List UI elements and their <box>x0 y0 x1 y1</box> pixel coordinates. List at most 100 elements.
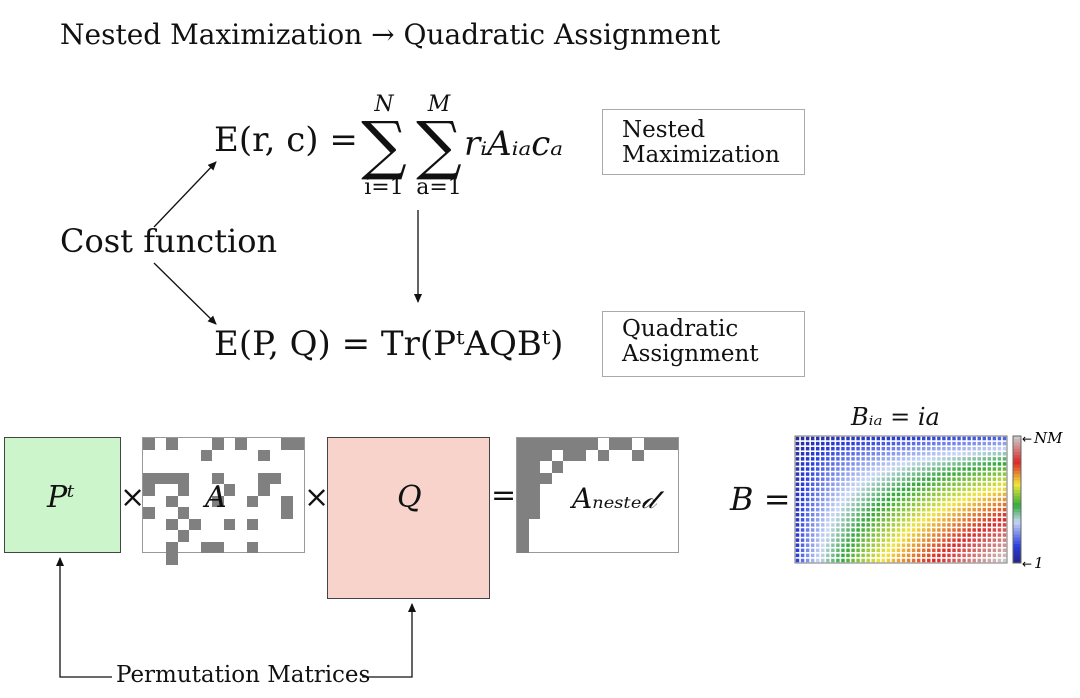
sum-i: N ∑ i=1 <box>355 94 413 200</box>
colorbar-bottom-label: 1 <box>1034 554 1044 572</box>
matrix-cell <box>143 472 155 484</box>
matrix-cell <box>655 438 667 450</box>
matrix-cell <box>574 449 586 461</box>
box-line: Assignment <box>622 341 759 367</box>
matrix-cell <box>586 438 598 450</box>
matrix-cell <box>528 461 540 473</box>
matrix-cell <box>620 438 632 450</box>
svg-text:←: ← <box>1022 557 1032 571</box>
matrix-cell <box>246 518 258 530</box>
matrix-cell <box>154 472 166 484</box>
matrix-cell <box>528 484 540 496</box>
matrix-q <box>327 437 490 599</box>
matrix-cell <box>281 438 293 450</box>
matrix-a-nested <box>516 437 679 553</box>
matrix-cell <box>246 541 258 553</box>
matrix-cell <box>246 495 258 507</box>
matrix-cell <box>528 449 540 461</box>
matrix-cell <box>200 449 212 461</box>
matrix-cell <box>517 438 529 450</box>
matrix-cell <box>517 518 529 530</box>
matrix-cell <box>166 495 178 507</box>
sum-a: M ∑ a=1 <box>410 94 468 200</box>
matrix-cell <box>166 438 178 450</box>
matrix-cell <box>517 541 529 553</box>
matrix-cell <box>528 472 540 484</box>
arrow-icon <box>153 161 217 228</box>
equation-nested-lhs: E(r, c) = <box>214 120 358 160</box>
matrix-cell <box>574 438 586 450</box>
matrix-cell <box>551 438 563 450</box>
matrix-a-label: A <box>205 480 227 515</box>
cost-function-label: Cost function <box>60 222 278 260</box>
matrix-cell <box>143 507 155 519</box>
matrix-b-title: Bᵢₐ = ia <box>851 403 940 431</box>
sum-a-upper: M <box>427 92 451 117</box>
colorbar <box>1012 435 1022 564</box>
matrix-pt <box>4 437 121 553</box>
matrix-cell <box>517 449 529 461</box>
times-symbol: × <box>120 480 146 515</box>
matrix-cell <box>166 541 178 553</box>
matrix-cell <box>632 449 644 461</box>
matrix-cell <box>269 472 281 484</box>
matrix-cell <box>143 484 155 496</box>
matrix-cell <box>177 472 189 484</box>
matrix-cell <box>540 449 552 461</box>
page-title: Nested Maximization → Quadratic Assignme… <box>60 18 721 51</box>
matrix-cell <box>563 449 575 461</box>
matrix-cell <box>528 438 540 450</box>
matrix-cell <box>292 438 304 450</box>
matrix-cell <box>643 438 655 450</box>
matrix-cell <box>517 495 529 507</box>
times-symbol: × <box>304 480 330 515</box>
matrix-cell <box>258 472 270 484</box>
matrix-cell <box>223 484 235 496</box>
matrix-cell <box>212 438 224 450</box>
matrix-cell <box>609 438 621 450</box>
matrix-cell <box>143 438 155 450</box>
matrix-cell <box>258 484 270 496</box>
matrix-cell <box>517 507 529 519</box>
matrix-cell <box>517 461 529 473</box>
matrix-cell <box>540 438 552 450</box>
matrix-a <box>142 437 305 565</box>
sum-i-upper: N <box>374 92 394 117</box>
nested-maximization-box: Nested Maximization <box>602 109 805 175</box>
matrix-cell <box>551 461 563 473</box>
matrix-cell <box>528 507 540 519</box>
matrix-cell <box>540 472 552 484</box>
equation-nested-body: rᵢAᵢₐcₐ <box>464 124 564 164</box>
svg-text:←: ← <box>1022 432 1032 446</box>
matrix-cell <box>517 530 529 542</box>
matrix-cell <box>212 472 224 484</box>
matrix-pt-label: Pᵗ <box>47 480 75 515</box>
box-line: Maximization <box>622 142 780 168</box>
matrix-cell <box>517 484 529 496</box>
permutation-matrices-label: Permutation Matrices <box>116 662 371 688</box>
colorbar-top-label: NM <box>1033 429 1063 447</box>
matrix-cell <box>258 449 270 461</box>
matrix-b-label: B = <box>730 480 791 518</box>
matrix-cell <box>189 518 201 530</box>
matrix-cell <box>212 541 224 553</box>
matrix-cell <box>166 472 178 484</box>
matrix-cell <box>212 495 224 507</box>
matrix-cell <box>177 484 189 496</box>
matrix-cell <box>666 438 678 450</box>
matrix-cell <box>563 438 575 450</box>
matrix-cell <box>223 518 235 530</box>
matrix-cell <box>597 449 609 461</box>
matrix-b-heatmap <box>794 435 1008 564</box>
box-line: Nested <box>622 117 706 143</box>
matrix-cell <box>235 438 247 450</box>
arrow-icon <box>153 262 217 325</box>
matrix-cell <box>281 495 293 507</box>
matrix-q-label: Q <box>397 480 422 515</box>
matrix-cell <box>166 518 178 530</box>
matrix-cell <box>177 507 189 519</box>
matrix-cell <box>200 541 212 553</box>
arrow-icon <box>56 557 112 678</box>
